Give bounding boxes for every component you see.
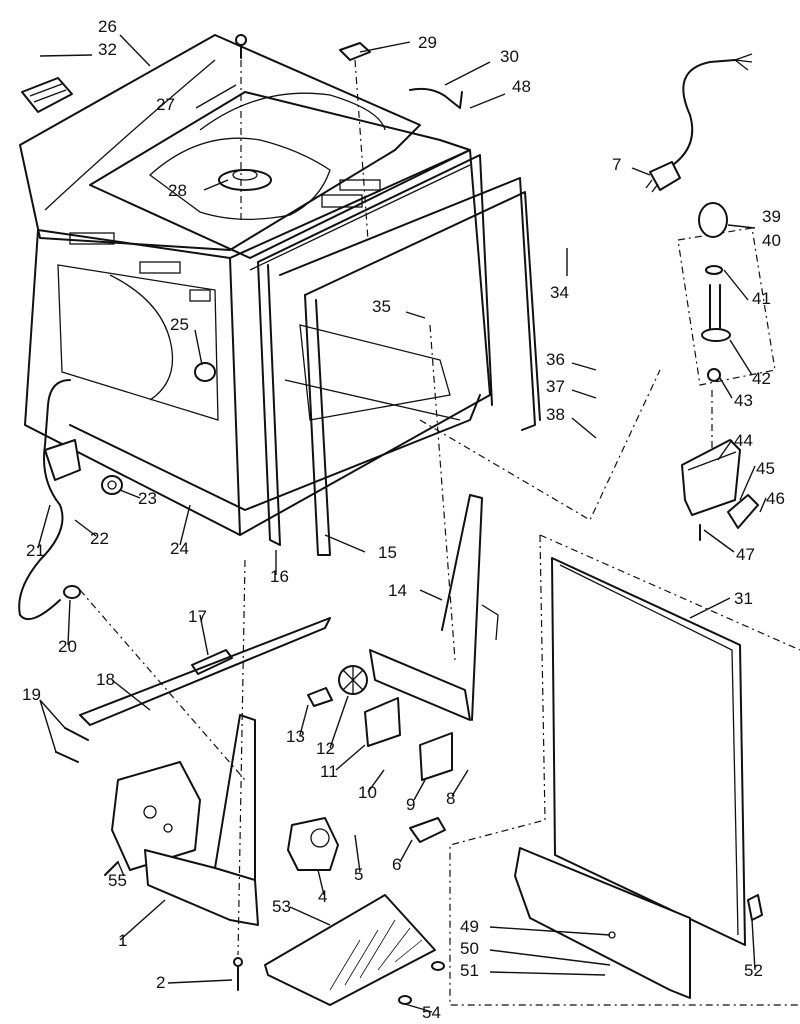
door-gasket (257, 154, 541, 556)
part-52-foot (747, 894, 763, 921)
part-49-panel (514, 847, 691, 999)
callout-label: 43 (734, 391, 753, 410)
callout-label: 24 (170, 539, 189, 558)
callout-label: 39 (762, 207, 781, 226)
callout-label: 6 (392, 855, 401, 874)
callout-label: 18 (96, 670, 115, 689)
callout-label: 5 (354, 865, 363, 884)
callout-label: 15 (378, 543, 397, 562)
callout-label: 55 (108, 871, 127, 890)
callout-label: 34 (550, 283, 569, 302)
callout-label: 14 (388, 581, 407, 600)
leader-lines (37, 34, 767, 1013)
callout-label: 32 (98, 40, 117, 59)
callout-label: 28 (168, 181, 187, 200)
callout-label: 47 (736, 545, 755, 564)
callout-label: 46 (766, 489, 785, 508)
callout-label: 51 (460, 961, 479, 980)
callout-label: 9 (406, 795, 415, 814)
callout-label: 44 (734, 431, 753, 450)
power-cord (645, 53, 753, 193)
part-23-grommet (101, 475, 123, 495)
fill-hose (18, 379, 81, 620)
callout-label: 45 (756, 459, 775, 478)
callout-label: 49 (460, 917, 479, 936)
callout-label: 7 (612, 155, 621, 174)
callout-labels: 1245678910111213141516171819202122232425… (22, 17, 785, 1022)
part-13-pin (307, 687, 333, 707)
callout-label: 29 (418, 33, 437, 52)
callout-label: 22 (90, 529, 109, 548)
callout-label: 23 (138, 489, 157, 508)
callout-label: 8 (446, 789, 455, 808)
part-17-pad (191, 649, 233, 675)
callout-label: 31 (734, 589, 753, 608)
callout-label: 30 (500, 47, 519, 66)
callout-label: 12 (316, 739, 335, 758)
part-55-timer (104, 761, 201, 876)
part-26-32-bracket (21, 77, 73, 113)
callout-label: 41 (752, 289, 771, 308)
callout-label: 2 (156, 973, 165, 992)
part-30-bracket (409, 87, 463, 109)
callout-label: 52 (744, 961, 763, 980)
part-2-screw (233, 957, 243, 991)
part-12-wheel (338, 665, 368, 695)
callout-label: 17 (188, 607, 207, 626)
callout-label: 38 (546, 405, 565, 424)
callout-label: 19 (22, 685, 41, 704)
part-18-rail (79, 617, 331, 726)
callout-label: 4 (318, 887, 327, 906)
callout-label: 20 (58, 637, 77, 656)
callout-label: 53 (272, 897, 291, 916)
part-29-clip (339, 42, 371, 61)
callout-label: 50 (460, 939, 479, 958)
callout-label: 36 (546, 350, 565, 369)
callout-label: 13 (286, 727, 305, 746)
callout-label: 26 (98, 17, 117, 36)
callout-label: 25 (170, 315, 189, 334)
part-14-bracket (369, 494, 499, 721)
part-28-grommet (218, 169, 272, 191)
part-9-bracket (419, 732, 453, 781)
callout-label: 37 (546, 377, 565, 396)
part-27-screw (235, 34, 247, 59)
callout-label: 40 (762, 231, 781, 250)
part-4-valve (287, 817, 339, 871)
part-6-clip (409, 817, 446, 843)
part-19-screws (55, 727, 89, 763)
callout-label: 54 (422, 1003, 441, 1022)
callout-label: 35 (372, 297, 391, 316)
vent-assembly (677, 202, 776, 541)
centerlines (79, 59, 713, 956)
callout-label: 1 (118, 931, 127, 950)
tub-assembly (19, 34, 491, 536)
callout-label: 11 (320, 762, 338, 781)
part-53-kickplate (264, 894, 445, 1006)
part-1-bracket (144, 714, 259, 926)
callout-label: 48 (512, 77, 531, 96)
callout-label: 16 (270, 567, 289, 586)
callout-label: 21 (26, 541, 45, 560)
callout-label: 27 (156, 95, 175, 114)
callout-label: 10 (358, 783, 377, 802)
callout-label: 42 (752, 369, 771, 388)
part-25-nut (194, 362, 216, 382)
part-11-box (364, 697, 401, 747)
door-panel (449, 534, 800, 1006)
